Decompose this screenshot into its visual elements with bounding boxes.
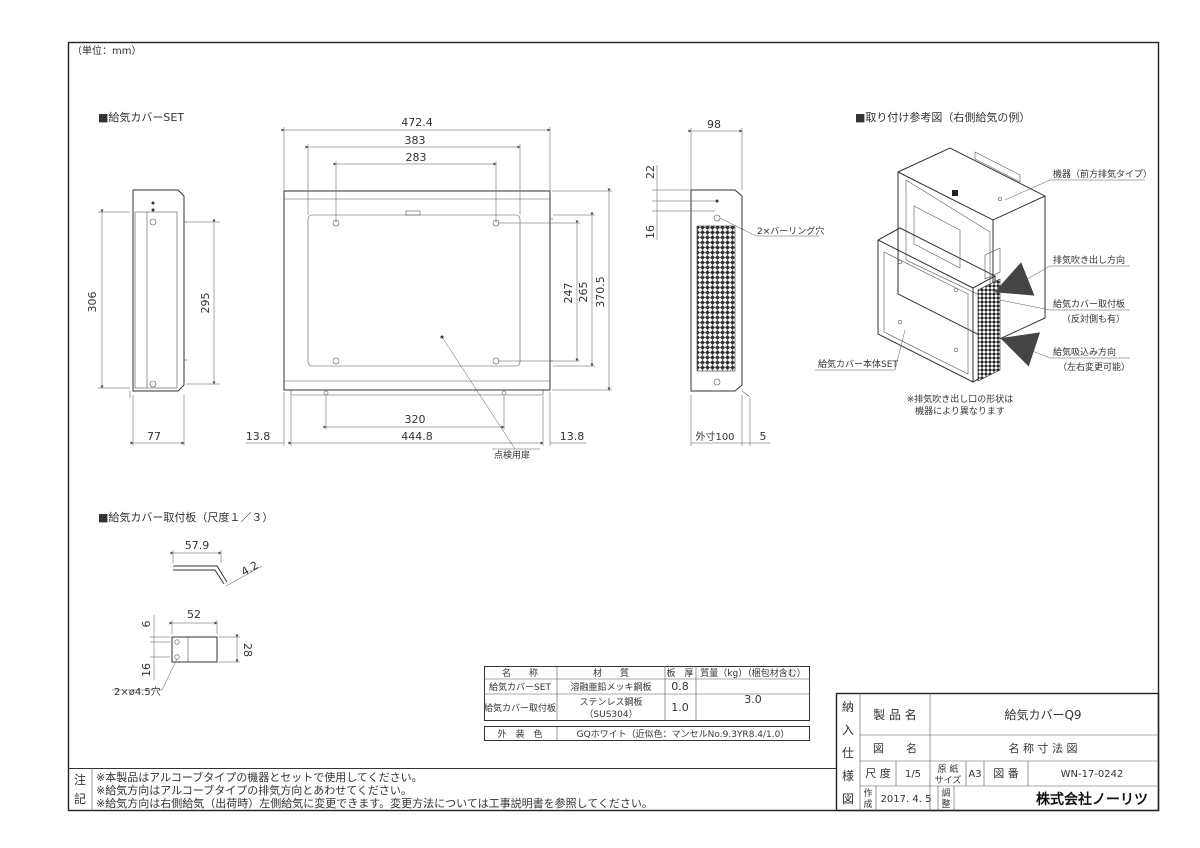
table-row-1-material: 溶融亜鉛メッキ鋼板 — [570, 681, 651, 693]
tb-check-label-2: 整 — [941, 798, 950, 810]
front-dim-247: 247 — [562, 283, 575, 304]
tb-drawing-label: 図 名 — [873, 741, 917, 755]
front-view: 472.4 383 283 247 265 370.5 320 444.8 — [246, 116, 612, 461]
tb-paper-label-2: サイズ — [935, 774, 962, 786]
plate-hole-label: 2×ø4.5穴 — [114, 685, 161, 698]
right-dim-5: 5 — [760, 430, 767, 443]
tb-number-value: WN-17-0242 — [1061, 769, 1124, 780]
right-dim-22: 22 — [644, 165, 657, 179]
table-header-mass: 質量（kg）（梱包材含む） — [700, 667, 805, 679]
table-row-1-thickness: 0.8 — [671, 680, 689, 693]
plate-view-title: ■給気カバー取付板（尺度１／３） — [98, 510, 273, 524]
sheet-border — [67, 41, 1160, 812]
front-dim-320: 320 — [405, 413, 426, 426]
plate-dim-52: 52 — [187, 608, 201, 621]
notes-label-2: 記 — [74, 791, 86, 806]
front-dim-383: 383 — [405, 134, 426, 147]
note-line-3: ※給気方向は右側給気（出荷時）左側給気に変更できます。変更方法については工事説明… — [96, 796, 653, 810]
table-row-2-material: ステンレス鋼板 — [579, 696, 642, 708]
tb-side-1: 納 — [842, 700, 854, 714]
table-header-thickness: 板 厚 — [666, 667, 693, 679]
note-line-2: ※給気方向はアルコーブタイプの排気方向とあわせてください。 — [96, 783, 412, 797]
callout-plate-sub: （反対側も有） — [1062, 313, 1125, 325]
table-color-label: 外 装 色 — [497, 728, 542, 740]
unit-label: （単位：mm） — [72, 44, 141, 57]
tb-number-label: 図 番 — [993, 767, 1019, 780]
tb-scale-value: 1/5 — [905, 769, 921, 780]
front-dim-4724: 472.4 — [401, 116, 433, 129]
callout-exhaust: 排気吹き出し方向 — [1053, 254, 1125, 266]
front-dim-265: 265 — [577, 282, 590, 303]
material-table: 名 称 材 質 板 厚 質量（kg）（梱包材含む） 給気カバーSET 溶融亜鉛メ… — [484, 666, 810, 741]
plate-dim-579: 57.9 — [185, 539, 210, 552]
front-dim-4448: 444.8 — [401, 430, 433, 443]
table-row-2-thickness: 1.0 — [671, 701, 689, 714]
install-note-1: ※排気吹き出し口の形状は — [907, 393, 1014, 405]
table-row-2-material-sub: （SUS304） — [584, 709, 637, 720]
front-dim-3705: 370.5 — [594, 276, 607, 308]
plate-dim-42: 4.2 — [239, 559, 261, 579]
plate-dim-28: 28 — [241, 643, 254, 657]
tb-company: 株式会社ノーリツ — [1036, 791, 1148, 808]
callout-unit: 機器（前方排気タイプ） — [1053, 168, 1152, 180]
callout-intake: 給気吸込み方向 — [1053, 346, 1116, 358]
side-dim-306: 306 — [86, 292, 99, 313]
table-color-value: GQホワイト（近似色：マンセルNo.9.3YR8.4/1.0） — [577, 728, 790, 740]
plate-view: 57.9 4.2 52 6 16 28 2×ø4.5穴 — [112, 539, 263, 698]
tb-made-label-2: 成 — [863, 798, 872, 810]
front-dim-283: 283 — [406, 151, 427, 164]
tb-product-value: 給気カバーQ9 — [1004, 707, 1081, 722]
install-view-title: ■取り付け参考図（右側給気の例） — [855, 110, 1030, 124]
door-label: 点検用扉 — [494, 449, 530, 461]
tb-paper-value: A3 — [968, 769, 981, 780]
front-dim-138-left: 13.8 — [246, 430, 271, 443]
table-row-1-name: 給気カバーSET — [489, 681, 551, 693]
callout-body: 給気カバー本体SET — [818, 358, 898, 370]
callout-intake-sub: （左右変更可能） — [1058, 361, 1130, 373]
tb-check-label-1: 調 — [941, 787, 950, 799]
tb-product-label: 製 品 名 — [873, 707, 917, 722]
tb-paper-label-1: 原 紙 — [938, 763, 959, 775]
install-view: 機器（前方排気タイプ） 排気吹き出し方向 給気カバー取付板 （反対側も有） 給気… — [815, 147, 1152, 417]
side-dim-295: 295 — [199, 293, 212, 314]
tb-side-3: 仕 — [842, 746, 854, 760]
tb-side-2: 入 — [842, 723, 854, 737]
set-view-title: ■給気カバーSET — [98, 110, 184, 124]
table-header-name: 名 称 — [502, 667, 538, 679]
tb-made-label-1: 作 — [863, 787, 872, 799]
tb-side-4: 様 — [842, 769, 854, 783]
notes-label-1: 注 — [74, 772, 86, 787]
side-view: 306 295 77 — [86, 189, 220, 446]
side-dim-77: 77 — [147, 430, 161, 443]
tb-side-5: 図 — [842, 792, 854, 806]
install-note-2: 機器により異なります — [915, 405, 1005, 417]
notes-block: 注 記 ※本製品はアルコーブタイプの機器とセットで使用してください。 ※給気方向… — [68, 768, 836, 811]
callout-plate: 給気カバー取付板 — [1053, 298, 1125, 310]
tb-made-value: 2017. 4. 5 — [881, 794, 932, 805]
table-header-material: 材 質 — [593, 667, 629, 679]
right-view: 98 22 16 2×バーリング穴 外寸100 5 — [644, 118, 824, 446]
table-row-2-name: 給気カバー取付板 — [484, 702, 556, 714]
plate-dim-16: 16 — [140, 663, 153, 677]
right-dim-16: 16 — [644, 225, 657, 239]
right-dim-98: 98 — [707, 118, 721, 131]
table-mass-value: 3.0 — [744, 693, 762, 706]
right-dim-100: 外寸100 — [695, 430, 734, 443]
plate-dim-6: 6 — [140, 621, 153, 628]
tb-scale-label: 尺 度 — [865, 766, 891, 780]
title-block: 納 入 仕 様 図 製 品 名 給気カバーQ9 図 名 名 称 寸 法 図 尺 … — [835, 692, 1160, 812]
tb-drawing-value: 名 称 寸 法 図 — [1009, 741, 1078, 755]
front-dim-138-right: 13.8 — [560, 430, 585, 443]
mesh-panel — [696, 225, 736, 372]
burring-hole-label: 2×バーリング穴 — [757, 225, 824, 237]
note-line-1: ※本製品はアルコーブタイプの機器とセットで使用してください。 — [96, 770, 423, 784]
